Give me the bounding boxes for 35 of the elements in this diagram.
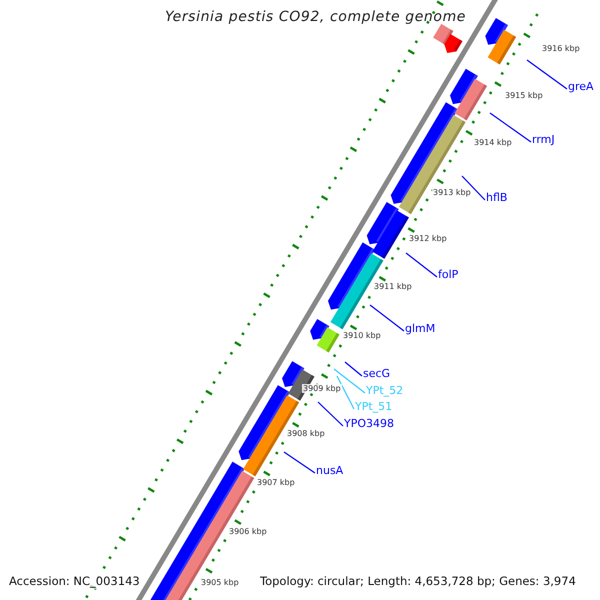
- gene-label: rrmJ: [532, 133, 555, 146]
- position-label: 3914 kbp: [473, 138, 513, 147]
- map-title: Yersinia pestis CO92, complete genome: [165, 9, 466, 25]
- leader-line: [318, 402, 344, 426]
- position-label: 3905 kbp: [200, 578, 240, 587]
- leader-line: [284, 452, 316, 474]
- position-label: 3910 kbp: [342, 331, 382, 340]
- position-label: 3915 kbp: [504, 91, 544, 100]
- gene-label: folP: [438, 268, 458, 281]
- leader-line: [406, 252, 438, 278]
- leader-line: [344, 362, 362, 376]
- accession-text: Accession: NC_003143: [9, 573, 140, 589]
- leader-line: [526, 60, 568, 90]
- leader-line: [370, 304, 404, 332]
- position-label: 3911 kbp: [373, 282, 413, 291]
- position-label: 3912 kbp: [408, 234, 448, 243]
- position-label: 3909 kbp: [302, 384, 342, 393]
- position-label: 3916 kbp: [541, 44, 581, 53]
- position-label: 3908 kbp: [286, 429, 326, 438]
- gene-label: glmM: [405, 322, 436, 335]
- gene-label: hflB: [486, 191, 508, 204]
- gene-label: YPO3498: [344, 417, 394, 430]
- gene-label: YPt_51: [355, 400, 392, 413]
- leader-line: [336, 376, 355, 410]
- leader-line: [462, 176, 486, 200]
- gene-label: greA: [568, 80, 594, 93]
- leader-line: [490, 112, 532, 142]
- position-label: 3907 kbp: [256, 478, 296, 487]
- gene-label: YPt_52: [366, 384, 404, 397]
- leader-line: [334, 368, 366, 394]
- genome-info-text: Topology: circular; Length: 4,653,728 bp; Genes: 3,974: [260, 573, 576, 589]
- position-label: 3906 kbp: [228, 527, 268, 536]
- position-label: 3913 kbp: [432, 188, 472, 197]
- gene-label: secG: [363, 367, 390, 380]
- gene-label: nusA: [316, 464, 344, 477]
